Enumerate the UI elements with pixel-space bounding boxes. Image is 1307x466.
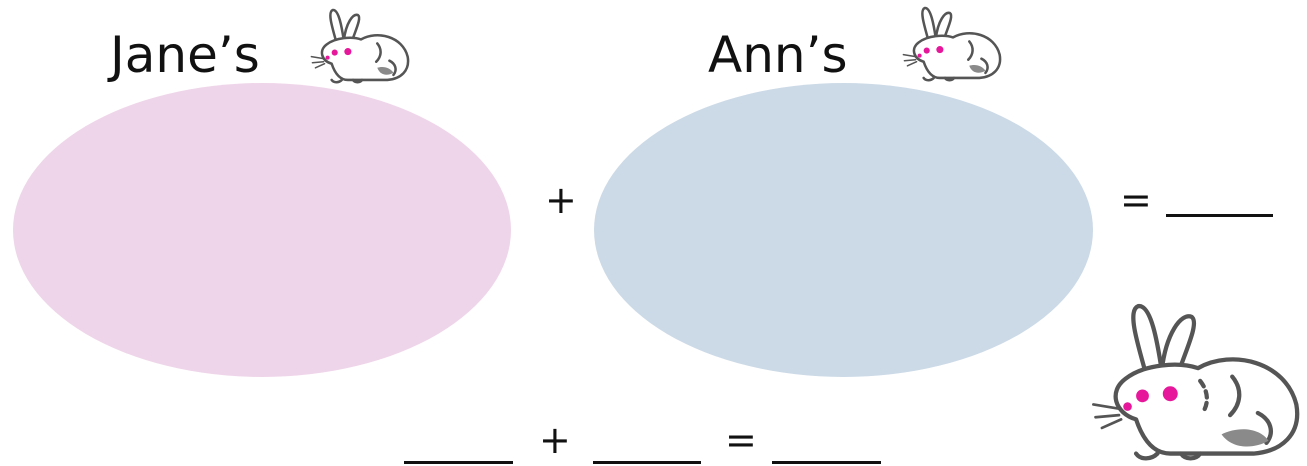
addend-blank[interactable] xyxy=(404,461,513,464)
addend-blank[interactable] xyxy=(593,461,701,464)
sum-blank[interactable] xyxy=(772,461,881,464)
rabbit-icon xyxy=(310,8,410,84)
equals-sign: = xyxy=(1120,178,1152,222)
jane-oval xyxy=(13,83,511,377)
answer-blank[interactable] xyxy=(1166,214,1273,217)
rabbit-icon xyxy=(902,6,1002,82)
rabbit-icon xyxy=(1092,304,1300,461)
ann-oval xyxy=(594,83,1093,377)
ann-label: Ann’s xyxy=(708,26,848,84)
jane-label: Jane’s xyxy=(110,26,260,84)
plus-sign: + xyxy=(539,418,571,462)
equals-sign: = xyxy=(725,418,757,462)
plus-sign: + xyxy=(545,178,577,222)
